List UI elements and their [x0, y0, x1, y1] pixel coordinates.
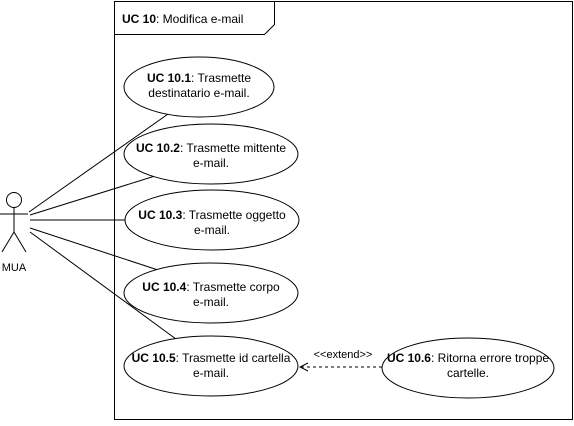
actor-left-leg	[1, 231, 15, 253]
use-case-label-line-2: e-mail.	[194, 223, 230, 237]
use-case-ellipse	[123, 56, 275, 118]
association-uc-10-4	[29, 227, 159, 271]
frame-title: UC 10: Modifica e-mail	[122, 12, 243, 26]
use-case-uc-10-6[interactable]: UC 10.6: Ritorna errore troppe cartelle.	[381, 337, 555, 399]
use-case-ellipse	[123, 335, 299, 397]
association-uc-10-5	[29, 231, 181, 343]
use-case-ellipse	[381, 337, 555, 399]
use-case-uc-10-3[interactable]: UC 10.3: Trasmette oggetto e-mail.	[124, 189, 300, 251]
extend-relationship: <<extend>>	[300, 349, 382, 367]
actor-mua[interactable]: MUA	[0, 192, 28, 275]
use-case-ellipse	[123, 123, 299, 185]
actor-label: MUA	[2, 262, 27, 274]
use-case-uc-10-5[interactable]: UC 10.5: Trasmette id cartella e-mail.	[123, 335, 299, 397]
use-case-ellipse	[123, 262, 299, 324]
association-uc-10-2	[29, 175, 156, 216]
use-case-uc-10-1[interactable]: UC 10.1: Trasmette destinatario e-mail.	[123, 56, 275, 118]
association-uc-10-1	[28, 106, 179, 213]
use-case-label-line-1: UC 10.4: Trasmette corpo	[142, 280, 280, 294]
use-case-label-line-2: e-mail.	[193, 366, 229, 380]
use-case-uc-10-4[interactable]: UC 10.4: Trasmette corpo e-mail.	[123, 262, 299, 324]
use-case-label-line-2: e-mail.	[193, 295, 229, 309]
use-case-label-line-2: destinatario e-mail.	[148, 86, 249, 100]
use-case-label-line-1: UC 10.1: Trasmette	[147, 71, 251, 85]
use-case-label-line-1: UC 10.3: Trasmette oggetto	[138, 208, 286, 222]
actor-right-leg	[13, 231, 27, 253]
use-case-ellipse	[124, 189, 300, 251]
use-case-label-line-2: cartelle.	[447, 366, 489, 380]
frame-tab	[114, 1, 275, 35]
associations	[28, 106, 181, 343]
use-case-uc-10-2[interactable]: UC 10.2: Trasmette mittente e-mail.	[123, 123, 299, 185]
use-case-label-line-1: UC 10.6: Ritorna errore troppe	[387, 351, 549, 365]
frame-border	[114, 1, 573, 420]
use-case-label-line-2: e-mail.	[193, 156, 229, 170]
use-case-label-line-1: UC 10.2: Trasmette mittente	[136, 141, 286, 155]
extend-label: <<extend>>	[314, 349, 373, 361]
use-case-label-line-1: UC 10.5: Trasmette id cartella	[132, 351, 291, 365]
system-frame: UC 10: Modifica e-mail	[114, 1, 573, 420]
actor-head	[6, 192, 22, 208]
